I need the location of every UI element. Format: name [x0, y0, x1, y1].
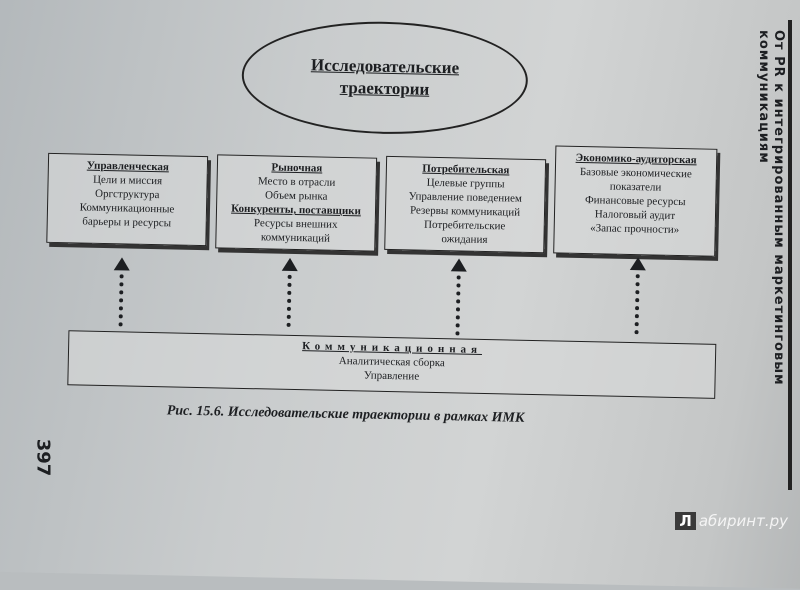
box-line: «Запас прочности» [590, 222, 680, 237]
logo-text: абиринт.ру [698, 512, 788, 530]
running-header: От PR к интегрированным маркетинговым ко… [756, 20, 792, 520]
arrow-up-management [113, 257, 130, 327]
arrow-head-icon [113, 257, 130, 271]
header-rule [788, 20, 792, 490]
arrow-head-icon [281, 257, 299, 272]
box-line: коммуникаций [260, 231, 331, 245]
box-management: Управленческая Цели и миссия Оргструктур… [46, 152, 209, 247]
center-ellipse: Исследовательские траектории [240, 18, 529, 137]
page-number: 397 [32, 438, 54, 477]
box-consumer: Потребительская Целевые группы Управлени… [384, 155, 547, 254]
arrow-up-market [281, 257, 299, 327]
arrow-head-icon [629, 257, 647, 271]
arrow-up-consumer [449, 258, 468, 336]
logo-letter: Л [675, 512, 696, 530]
box-line: барьеры и ресурсы [82, 215, 172, 230]
figure-caption: Рис. 15.6. Исследовательские траектории … [166, 403, 525, 426]
center-title-line1: Исследовательские [310, 55, 460, 78]
box-market: Рыночная Место в отрасли Объем рынка Кон… [215, 154, 378, 252]
center-title-line2: траектории [339, 77, 430, 99]
box-line: ожидания [441, 233, 488, 247]
box-communication: Коммуникационная Аналитическая сборка Уп… [67, 330, 717, 399]
arrow-head-icon [450, 258, 468, 272]
arrow-up-economic-audit [629, 257, 647, 335]
box-economic-audit: Экономико-аудиторская Базовые экономичес… [553, 145, 718, 257]
running-header-text: От PR к интегрированным маркетинговым ко… [756, 30, 786, 386]
